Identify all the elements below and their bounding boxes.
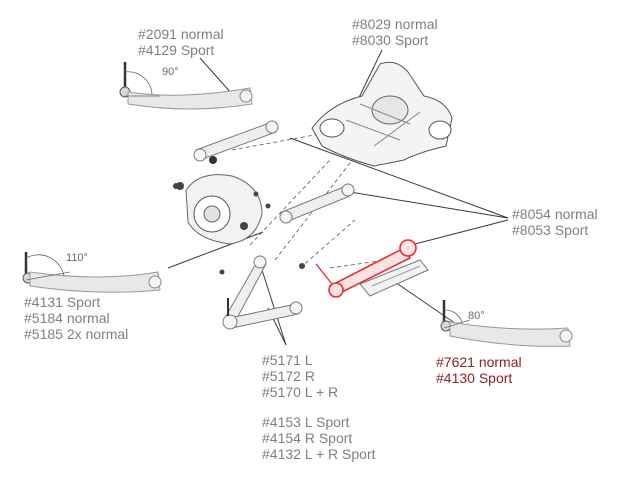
label-line: #4131 Sport <box>24 294 101 310</box>
label-line: #8030 Sport <box>352 32 429 48</box>
label-line: #5172 R <box>262 368 315 384</box>
label-line: #5171 L <box>262 352 313 368</box>
upper-link <box>193 120 279 164</box>
label-line: #5170 L + R <box>262 384 339 400</box>
label-right-mid: #8054 normal #8053 Sport <box>512 206 598 238</box>
label-bottom-right: #7621 normal #4130 Sport <box>436 354 522 386</box>
label-line: #4130 Sport <box>436 370 513 386</box>
lateral-link <box>279 183 355 224</box>
bottom-right-arm <box>440 300 573 347</box>
wheel-hub <box>176 174 263 245</box>
hardware-bits <box>173 183 305 275</box>
label-bottom-center-a: #5171 L #5172 R #5170 L + R <box>262 352 338 400</box>
leader-lines <box>167 49 509 346</box>
label-top-left: #2091 normal #4129 Sport <box>138 26 224 58</box>
lower-a-arm <box>222 255 303 330</box>
label-line: #4154 R Sport <box>262 430 353 446</box>
subframe <box>311 61 453 167</box>
bracket-part <box>359 259 429 297</box>
angle-top-arm: 90° <box>162 66 179 78</box>
label-left-mid: #4131 Sport #5184 normal #5185 2x normal <box>24 294 128 342</box>
label-bottom-center-b: #4153 L Sport #4154 R Sport #4132 L + R … <box>262 414 376 462</box>
top-left-arm <box>119 62 253 110</box>
label-line: #4129 Sport <box>138 42 215 58</box>
label-line: #5184 normal <box>24 310 110 326</box>
label-line: #8053 Sport <box>512 222 589 238</box>
angle-right-arm: 80° <box>468 310 485 322</box>
angle-left-arm: 110° <box>66 252 88 264</box>
label-line: #4132 L + R Sport <box>262 446 376 462</box>
label-line: #4153 L Sport <box>262 414 350 430</box>
label-line: #5185 2x normal <box>24 326 129 342</box>
label-top-center: #8029 normal #8030 Sport <box>352 16 438 48</box>
label-line: #2091 normal <box>138 26 224 42</box>
label-line: #8029 normal <box>352 16 438 32</box>
left-mid-arm <box>22 252 162 293</box>
label-line: #7621 normal <box>436 354 522 370</box>
label-line: #8054 normal <box>512 206 598 222</box>
highlighted-red-link <box>315 239 417 298</box>
